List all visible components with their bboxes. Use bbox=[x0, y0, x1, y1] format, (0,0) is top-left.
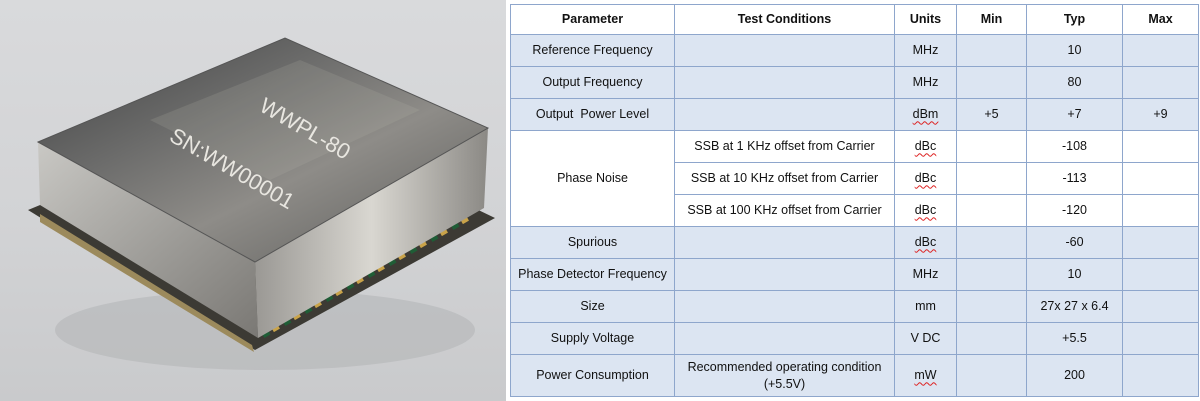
cell-min bbox=[956, 162, 1027, 195]
cell-conditions: Recommended operating condition (+5.5V) bbox=[674, 354, 895, 397]
cell-conditions bbox=[674, 258, 895, 291]
cell-max bbox=[1122, 130, 1199, 163]
cell-parameter: Spurious bbox=[510, 226, 675, 259]
table-row: Size mm 27x 27 x 6.4 bbox=[510, 290, 1199, 323]
cell-min bbox=[956, 194, 1027, 227]
cell-conditions bbox=[674, 66, 895, 99]
cell-min bbox=[956, 66, 1027, 99]
cell-units: MHz bbox=[894, 66, 957, 99]
cell-max bbox=[1122, 226, 1199, 259]
units-text: dBc bbox=[914, 139, 937, 154]
table-row: Spurious dBc -60 bbox=[510, 226, 1199, 259]
cell-min bbox=[956, 226, 1027, 259]
cell-units: mW bbox=[894, 354, 957, 397]
table-row: Supply Voltage V DC +5.5 bbox=[510, 322, 1199, 355]
spec-table: Parameter Test Conditions Units Min Typ … bbox=[510, 4, 1199, 397]
header-parameter: Parameter bbox=[510, 4, 675, 35]
cell-units: dBc bbox=[894, 162, 957, 195]
cell-units: dBc bbox=[894, 194, 957, 227]
cell-min bbox=[956, 258, 1027, 291]
cell-min bbox=[956, 290, 1027, 323]
cell-conditions bbox=[674, 226, 895, 259]
cell-parameter: Power Consumption bbox=[510, 354, 675, 397]
cell-max bbox=[1122, 322, 1199, 355]
cell-parameter: Phase Detector Frequency bbox=[510, 258, 675, 291]
table-row: Power Consumption Recommended operating … bbox=[510, 354, 1199, 397]
table-row: Phase Detector Frequency MHz 10 bbox=[510, 258, 1199, 291]
cell-typ: +7 bbox=[1026, 98, 1123, 131]
cell-typ: -60 bbox=[1026, 226, 1123, 259]
cell-parameter: Output Frequency bbox=[510, 66, 675, 99]
cell-typ: 200 bbox=[1026, 354, 1123, 397]
units-text: dBc bbox=[914, 171, 937, 186]
units-text: dBc bbox=[914, 203, 937, 218]
cell-max bbox=[1122, 258, 1199, 291]
cell-conditions: SSB at 1 KHz offset from Carrier bbox=[674, 130, 895, 163]
pll-module-image: WWPL-80 SN:WW00001 bbox=[28, 37, 495, 370]
cell-max bbox=[1122, 66, 1199, 99]
cell-units: MHz bbox=[894, 258, 957, 291]
cell-conditions: SSB at 10 KHz offset from Carrier bbox=[674, 162, 895, 195]
cell-parameter: Reference Frequency bbox=[510, 34, 675, 67]
table-row: Phase Noise SSB at 1 KHz offset from Car… bbox=[510, 130, 1199, 227]
cell-typ: 10 bbox=[1026, 258, 1123, 291]
cell-units: dBm bbox=[894, 98, 957, 131]
cell-conditions bbox=[674, 290, 895, 323]
cell-conditions bbox=[674, 322, 895, 355]
table-header-row: Parameter Test Conditions Units Min Typ … bbox=[510, 4, 1199, 35]
cell-max bbox=[1122, 34, 1199, 67]
header-typ: Typ bbox=[1026, 4, 1123, 35]
cell-typ: 10 bbox=[1026, 34, 1123, 67]
cell-parameter: Phase Noise bbox=[510, 130, 675, 227]
cell-units: dBc bbox=[894, 130, 957, 163]
header-min: Min bbox=[956, 4, 1027, 35]
cell-units: dBc bbox=[894, 226, 957, 259]
cell-units: V DC bbox=[894, 322, 957, 355]
cell-parameter: Supply Voltage bbox=[510, 322, 675, 355]
cell-conditions: SSB at 100 KHz offset from Carrier bbox=[674, 194, 895, 227]
header-max: Max bbox=[1122, 4, 1199, 35]
cell-typ: -120 bbox=[1026, 194, 1123, 227]
cell-typ: -113 bbox=[1026, 162, 1123, 195]
cell-min bbox=[956, 354, 1027, 397]
product-photo: WWPL-80 SN:WW00001 bbox=[0, 0, 506, 401]
cell-min bbox=[956, 130, 1027, 163]
cell-max: +9 bbox=[1122, 98, 1199, 131]
cell-min bbox=[956, 34, 1027, 67]
cell-max bbox=[1122, 290, 1199, 323]
cell-max bbox=[1122, 162, 1199, 195]
cell-conditions bbox=[674, 98, 895, 131]
spec-table-container: Parameter Test Conditions Units Min Typ … bbox=[510, 4, 1199, 397]
units-text: mW bbox=[914, 368, 937, 383]
table-row: Output Frequency MHz 80 bbox=[510, 66, 1199, 99]
cell-conditions bbox=[674, 34, 895, 67]
header-conditions: Test Conditions bbox=[674, 4, 895, 35]
table-row: Output Power Level dBm +5 +7 +9 bbox=[510, 98, 1199, 131]
units-text: dBc bbox=[914, 235, 937, 250]
cell-typ: -108 bbox=[1026, 130, 1123, 163]
header-units: Units bbox=[894, 4, 957, 35]
cell-parameter: Size bbox=[510, 290, 675, 323]
cell-typ: 80 bbox=[1026, 66, 1123, 99]
cell-typ: 27x 27 x 6.4 bbox=[1026, 290, 1123, 323]
table-row: Reference Frequency MHz 10 bbox=[510, 34, 1199, 67]
cell-units: MHz bbox=[894, 34, 957, 67]
table-row: SSB at 100 KHz offset from Carrier dBc -… bbox=[511, 194, 1199, 227]
cell-max bbox=[1122, 354, 1199, 397]
cell-max bbox=[1122, 194, 1199, 227]
cell-min bbox=[956, 322, 1027, 355]
cell-parameter: Output Power Level bbox=[510, 98, 675, 131]
cell-min: +5 bbox=[956, 98, 1027, 131]
cell-typ: +5.5 bbox=[1026, 322, 1123, 355]
cell-units: mm bbox=[894, 290, 957, 323]
